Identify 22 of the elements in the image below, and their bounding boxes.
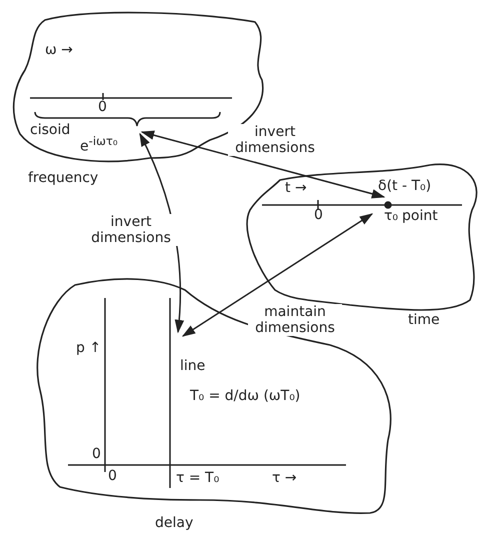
point-label: τ₀: [384, 208, 398, 224]
formula: δ(t - T₀): [378, 178, 432, 194]
origin-label: 0: [92, 446, 101, 462]
curve-label: cisoid: [30, 122, 70, 138]
line-label: line: [180, 358, 206, 374]
axis-label: p ↑: [76, 340, 102, 356]
tick-label: 0: [98, 99, 107, 115]
axis-label: ω →: [45, 42, 73, 58]
axis-label: τ →: [272, 470, 297, 486]
tick-label: 0: [108, 468, 117, 484]
point-label: point: [402, 208, 438, 224]
edge-label: maintain dimensions: [248, 304, 342, 336]
formula: T₀ = d/dω (ωT₀): [190, 388, 300, 404]
region-label: frequency: [28, 170, 98, 186]
double-arrow: [182, 213, 374, 337]
tick-label: 0: [314, 207, 323, 223]
formula: e$^{-iωτ₀}$: [80, 133, 118, 155]
region-label: time: [408, 312, 440, 328]
double-arrow: [140, 130, 386, 198]
axis-label: t →: [285, 180, 307, 196]
tick-label: τ = T₀: [176, 470, 220, 486]
region-label: delay: [155, 515, 194, 531]
